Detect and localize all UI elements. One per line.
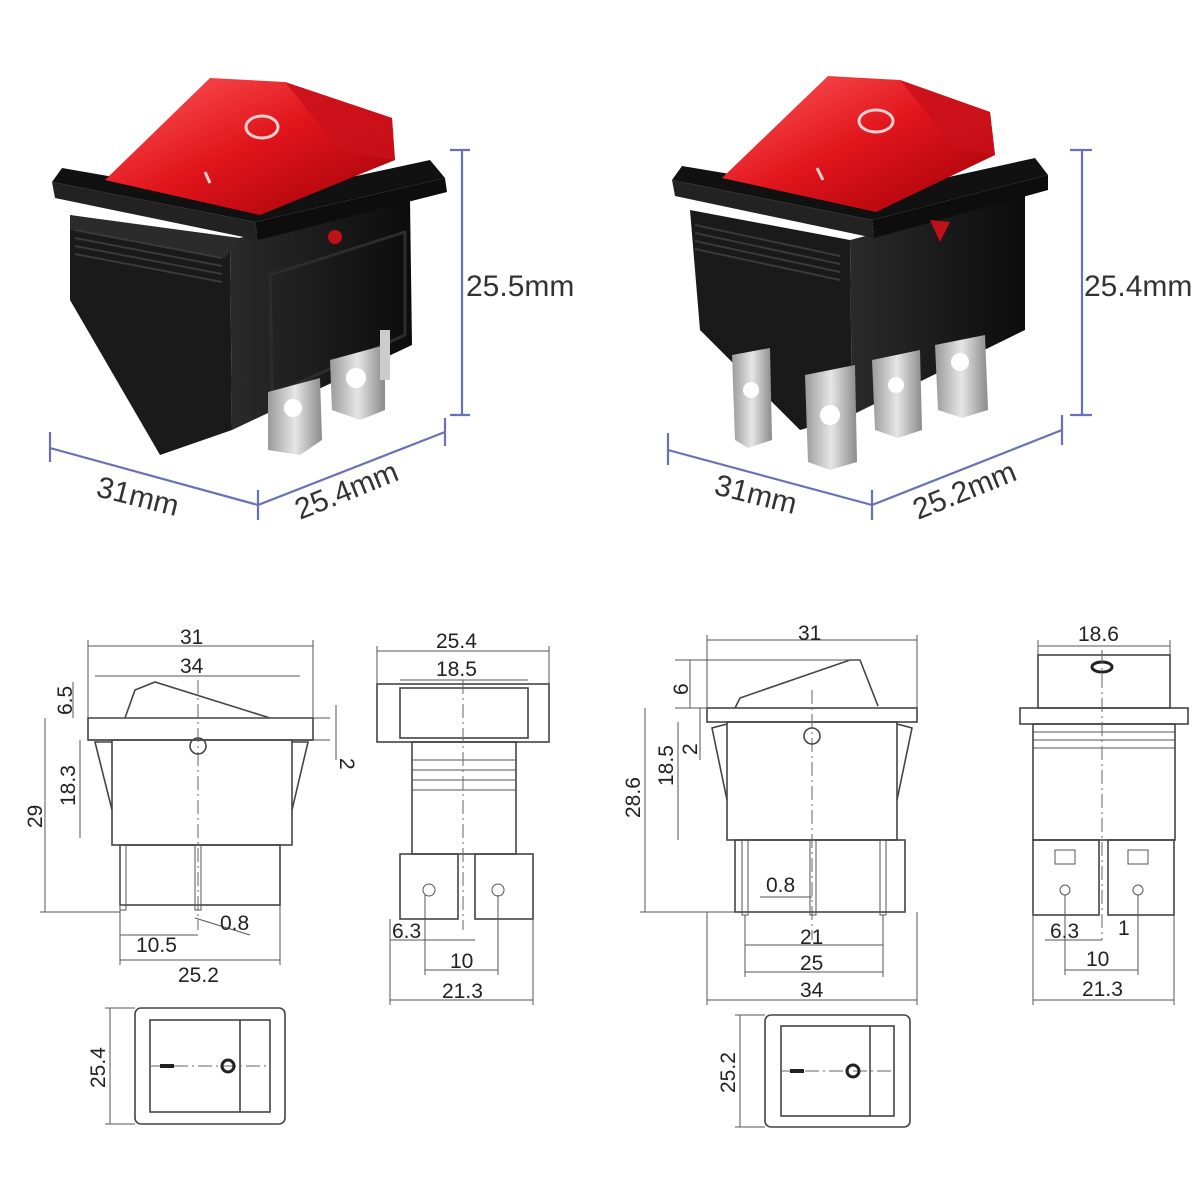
a-front-total-height: 29 xyxy=(24,805,47,828)
a-front-pin-width: 0.8 xyxy=(220,912,249,935)
b-side-base-width: 21.3 xyxy=(1082,978,1123,1001)
drawing-b-bottom-view: 25.2 xyxy=(717,1014,911,1128)
drawing-b-side-view: 18.6 6.3 1 10 21.3 xyxy=(1019,623,1189,1005)
a-side-pin-spacing: 10 xyxy=(450,950,473,973)
a-front-offset: 2 xyxy=(335,758,358,770)
b-side-tab-width: 6.3 xyxy=(1050,920,1079,943)
left-width-label: 31mm xyxy=(93,471,182,523)
b-front-rocker-height: 6 xyxy=(670,683,693,695)
a-front-rocker-height: 6.5 xyxy=(54,686,77,715)
a-side-tab-width: 6.3 xyxy=(392,920,421,943)
b-front-pin-spacing: 21 xyxy=(800,926,823,949)
drawing-a-bottom-view: 25.4 xyxy=(87,1007,286,1125)
right-width-label: 31mm xyxy=(711,469,800,521)
b-side-gap: 1 xyxy=(1118,917,1130,940)
left-height-label: 25.5mm xyxy=(466,270,574,303)
a-side-width: 25.4 xyxy=(436,630,477,653)
b-front-body-height: 18.5 xyxy=(655,745,678,786)
right-height-label: 25.4mm xyxy=(1084,270,1192,303)
b-front-offset: 2 xyxy=(679,743,702,755)
a-front-top-width: 31 xyxy=(180,626,203,649)
drawing-a-side-view: 25.4 18.5 6.3 10 21.3 xyxy=(376,630,550,1005)
a-side-inner-width: 18.5 xyxy=(436,658,477,681)
right-switch-photo xyxy=(672,76,1048,470)
left-depth-label: 25.4mm xyxy=(290,455,403,526)
b-front-top-width: 31 xyxy=(798,622,821,645)
right-depth-label: 25.2mm xyxy=(908,455,1021,526)
b-front-total-height: 28.6 xyxy=(622,777,645,818)
a-bottom-height: 25.4 xyxy=(87,1047,110,1088)
a-front-base-width: 25.2 xyxy=(178,964,219,987)
b-bottom-height: 25.2 xyxy=(717,1052,740,1093)
b-side-width: 18.6 xyxy=(1078,623,1119,646)
drawing-b-front-view: 31 6 18.5 2 28.6 0.8 21 25 34 xyxy=(622,622,918,1005)
a-front-rocker-width: 34 xyxy=(180,655,204,678)
b-front-overall-width: 34 xyxy=(800,979,824,1002)
b-side-pin-spacing: 10 xyxy=(1086,948,1109,971)
a-front-pin-offset: 10.5 xyxy=(136,934,177,957)
a-side-base-width: 21.3 xyxy=(442,980,483,1003)
b-front-pin-width: 0.8 xyxy=(766,874,795,897)
drawing-a-front-view: 31 34 6.5 2 18.3 29 0.8 10.5 25.2 xyxy=(24,626,358,987)
a-front-body-height: 18.3 xyxy=(57,765,80,806)
left-switch-photo xyxy=(52,78,447,455)
b-front-base-width: 25 xyxy=(800,952,823,975)
